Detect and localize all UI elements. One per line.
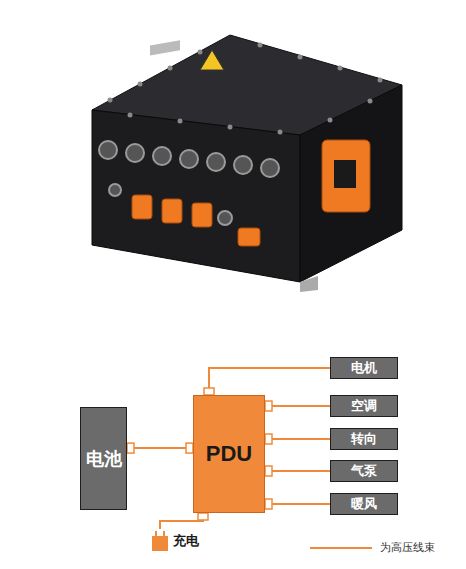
load-box: 暖风 — [330, 493, 398, 515]
legend-entry: 为高压线束 — [310, 540, 435, 555]
node-label: 转向 — [351, 430, 377, 448]
port-tab — [265, 401, 272, 411]
node-label: 空调 — [351, 397, 377, 415]
mount-bracket — [300, 276, 318, 292]
legend-text: 为高压线束 — [380, 540, 435, 555]
housing-side — [300, 85, 402, 282]
label-plate — [150, 40, 180, 55]
hv-cable — [265, 438, 330, 440]
node-label: 电机 — [351, 359, 377, 377]
battery-box: 电池 — [80, 407, 127, 510]
legend-line-sample — [310, 545, 372, 551]
port-tab — [265, 499, 272, 509]
hv-cable — [209, 368, 330, 395]
bolts — [108, 43, 383, 135]
hv-cable — [265, 405, 330, 407]
round-connectors — [99, 141, 279, 225]
node-label: PDU — [206, 441, 252, 467]
load-box: 气泵 — [330, 460, 398, 482]
hv-cable — [265, 470, 330, 472]
port-tab — [127, 443, 134, 453]
connector-socket — [334, 160, 356, 188]
port-tab — [265, 434, 272, 444]
node-label: 暖风 — [351, 495, 377, 513]
port-tab — [204, 388, 214, 395]
plug-icon — [152, 531, 168, 551]
node-label: 充电 — [173, 532, 199, 550]
charge-port: 充电 — [152, 529, 212, 553]
port-tab — [265, 466, 272, 476]
hv-cable — [160, 513, 203, 529]
node-label: 气泵 — [351, 462, 377, 480]
port-tab — [186, 443, 193, 453]
pdu-box: PDU — [193, 395, 265, 513]
port-tab — [198, 513, 208, 520]
warning-sign — [200, 50, 224, 70]
hv-cable — [265, 503, 330, 505]
hv-cable — [127, 447, 193, 449]
load-box: 电机 — [330, 357, 398, 379]
hv-connectors — [132, 140, 370, 246]
node-label: 电池 — [86, 447, 122, 471]
load-box: 空调 — [330, 395, 398, 417]
load-box: 转向 — [330, 428, 398, 450]
housing-front — [92, 110, 300, 282]
